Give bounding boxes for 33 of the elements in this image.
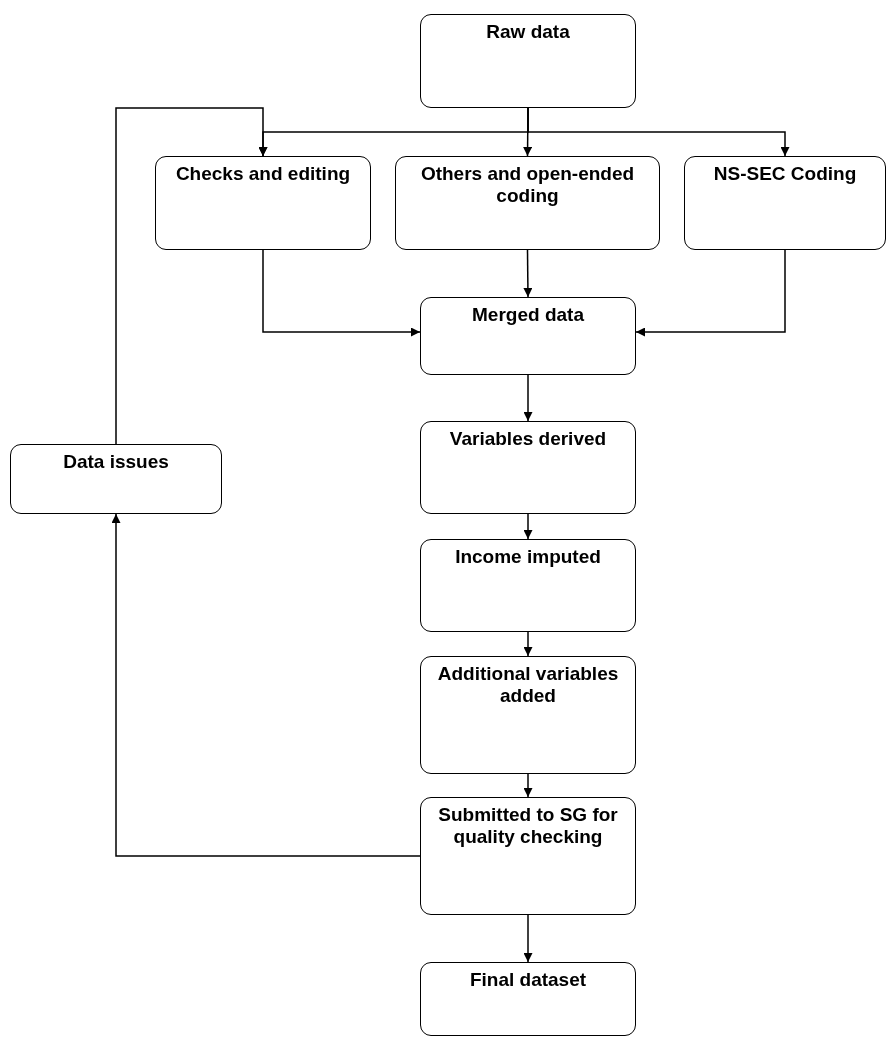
arrow	[523, 631, 533, 657]
box-label: Income imputed	[454, 546, 602, 568]
process-box	[420, 656, 636, 774]
box-label: Others and open-ended coding	[419, 163, 636, 207]
arrow	[115, 107, 268, 445]
arrow	[523, 773, 533, 798]
arrow	[523, 374, 533, 422]
process-box	[420, 297, 636, 375]
box-label: NS-SEC Coding	[712, 163, 858, 185]
process-box	[684, 156, 886, 250]
arrow	[527, 107, 790, 157]
box-label: Checks and editing	[174, 163, 352, 185]
box-label: Merged data	[471, 304, 585, 326]
arrow	[523, 914, 533, 963]
process-box	[420, 797, 636, 915]
box-label: Final dataset	[468, 969, 588, 991]
process-box	[420, 539, 636, 632]
process-box	[10, 444, 222, 514]
arrow	[635, 249, 786, 337]
process-box	[420, 14, 636, 108]
box-label: Submitted to SG for quality checking	[437, 804, 619, 848]
arrow	[262, 249, 421, 337]
box-label: Variables derived	[448, 428, 608, 450]
process-box	[395, 156, 660, 250]
box-label: Raw data	[485, 21, 571, 43]
process-box	[155, 156, 371, 250]
arrow	[111, 513, 421, 857]
box-label: Additional variables added	[436, 663, 620, 707]
arrow	[523, 513, 533, 540]
process-box	[420, 421, 636, 514]
box-label: Data issues	[62, 451, 170, 473]
process-box	[420, 962, 636, 1036]
arrow	[523, 249, 533, 298]
